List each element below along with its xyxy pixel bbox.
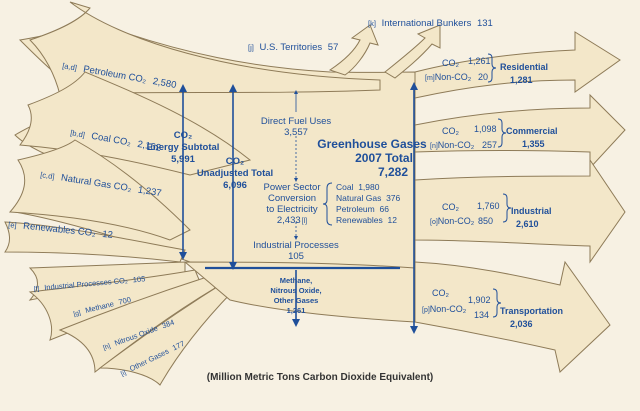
transportation-arrow — [414, 260, 611, 373]
transportation-nonco2-value: 134 — [474, 310, 489, 320]
power-sector-line2: Conversion — [268, 193, 316, 204]
energy-subtotal-line2: Energy Subtotal — [147, 142, 220, 153]
flow-shapes — [4, 1, 626, 386]
methane-group: Methane, Nitrous Oxide, Other Gases 1,26… — [270, 276, 321, 315]
commercial-nonco2-label: [n]Non-CO₂ — [430, 140, 475, 150]
commercial-co2-value: 1,098 — [474, 124, 497, 134]
industrial-nonco2-label: [o]Non-CO₂ — [430, 216, 475, 226]
industrial-processes: Industrial Processes 105 — [253, 240, 339, 262]
industrial-nonco2-value: 850 — [478, 216, 493, 226]
power-item-gas: Natural Gas 376 — [336, 193, 401, 203]
energy-subtotal-line1: CO₂ — [174, 130, 192, 141]
total-value: 7,282 — [378, 165, 408, 179]
territories-arrow — [328, 24, 379, 76]
methane-group-line3: Other Gases — [274, 296, 319, 305]
commercial-total: 1,355 — [522, 139, 545, 149]
energy-subtotal-value: 5,991 — [171, 154, 195, 165]
power-brace — [322, 182, 333, 226]
unadjusted-value: 6,096 — [223, 180, 247, 191]
unadjusted-total: CO₂ Unadjusted Total 6,096 — [197, 156, 273, 191]
transportation-co2-label: CO₂ — [432, 288, 450, 298]
flow-lines — [179, 53, 512, 334]
unadjusted-line2: Unadjusted Total — [197, 168, 273, 179]
transportation-name: Transportation — [500, 306, 563, 316]
industrial-co2-label: CO₂ — [442, 202, 460, 212]
commercial-brace — [497, 118, 507, 148]
ghg-total: Greenhouse Gases 2007 Total 7,282 — [317, 137, 427, 179]
commercial-name: Commercial — [506, 126, 558, 136]
power-sector-value: 2,433[l] — [277, 215, 307, 226]
transportation-co2-value: 1,902 — [468, 295, 491, 305]
power-item-petroleum: Petroleum 66 — [336, 204, 389, 214]
industrial-total: 2,610 — [516, 219, 539, 229]
units-footer: (Million Metric Tons Carbon Dioxide Equi… — [207, 372, 434, 383]
renew-band — [4, 221, 186, 263]
commercial-co2-label: CO₂ — [442, 126, 460, 136]
direct-fuel-label: Direct Fuel Uses — [261, 116, 331, 127]
energy-subtotal: CO₂ Energy Subtotal 5,991 — [147, 130, 220, 165]
residential-nonco2-value: 20 — [478, 72, 488, 82]
industrial-arrow — [414, 158, 626, 264]
industrial-brace — [502, 193, 512, 223]
sector-transportation: CO₂ 1,902 [p]Non-CO₂ 134 Transportation … — [422, 288, 563, 329]
transportation-total: 2,036 — [510, 319, 533, 329]
methane-group-line2: Nitrous Oxide, — [270, 286, 321, 295]
power-sector-line1: Power Sector — [263, 182, 320, 193]
industrial-co2-value: 1,760 — [477, 201, 500, 211]
transportation-brace — [492, 288, 502, 318]
direct-fuel-uses: Direct Fuel Uses 3,557 — [261, 116, 331, 138]
industrial-processes-label: Industrial Processes — [253, 240, 339, 251]
methane-group-value: 1,261 — [287, 306, 306, 315]
bunkers-arrow — [384, 24, 441, 79]
commercial-nonco2-value: 257 — [482, 140, 497, 150]
direct-fuel-value: 3,557 — [284, 127, 308, 138]
bunkers-label: [k] International Bunkers 131 — [368, 18, 493, 29]
commercial-arrow — [414, 93, 626, 170]
power-sector: Power Sector Conversion to Electricity 2… — [263, 182, 320, 226]
sector-residential: CO₂ 1,261 [m]Non-CO₂ 20 Residential 1,28… — [425, 56, 548, 85]
nitrous-band — [58, 275, 216, 374]
power-item-coal: Coal 1,980 — [336, 182, 380, 192]
transportation-nonco2-label: [p]Non-CO₂ — [422, 304, 467, 314]
power-sector-line3: to Electricity — [266, 204, 317, 215]
residential-brace — [487, 53, 497, 83]
residential-nonco2-label: [m]Non-CO₂ — [425, 72, 472, 82]
industrial-processes-value: 105 — [288, 251, 304, 262]
residential-total: 1,281 — [510, 75, 533, 85]
residential-arrow — [414, 31, 621, 99]
other-band — [98, 281, 233, 386]
sector-commercial: CO₂ 1,098 [n]Non-CO₂ 257 Commercial 1,35… — [430, 124, 558, 150]
unadjusted-line1: CO₂ — [226, 156, 244, 167]
sector-industrial: CO₂ 1,760 [o]Non-CO₂ 850 Industrial 2,61… — [430, 201, 552, 229]
industrial-name: Industrial — [511, 206, 552, 216]
power-sector-breakdown: Coal 1,980 Natural Gas 376 Petroleum 66 … — [336, 182, 401, 225]
total-line2: 2007 Total — [355, 151, 413, 165]
total-line1: Greenhouse Gases — [317, 137, 427, 151]
residential-co2-label: CO₂ — [442, 58, 460, 68]
power-item-renewables: Renewables 12 — [336, 215, 397, 225]
residential-name: Residential — [500, 62, 548, 72]
territories-label: [j] U.S. Territories 57 — [248, 42, 338, 53]
residential-co2-value: 1,261 — [468, 56, 491, 66]
methane-group-line1: Methane, — [280, 276, 313, 285]
